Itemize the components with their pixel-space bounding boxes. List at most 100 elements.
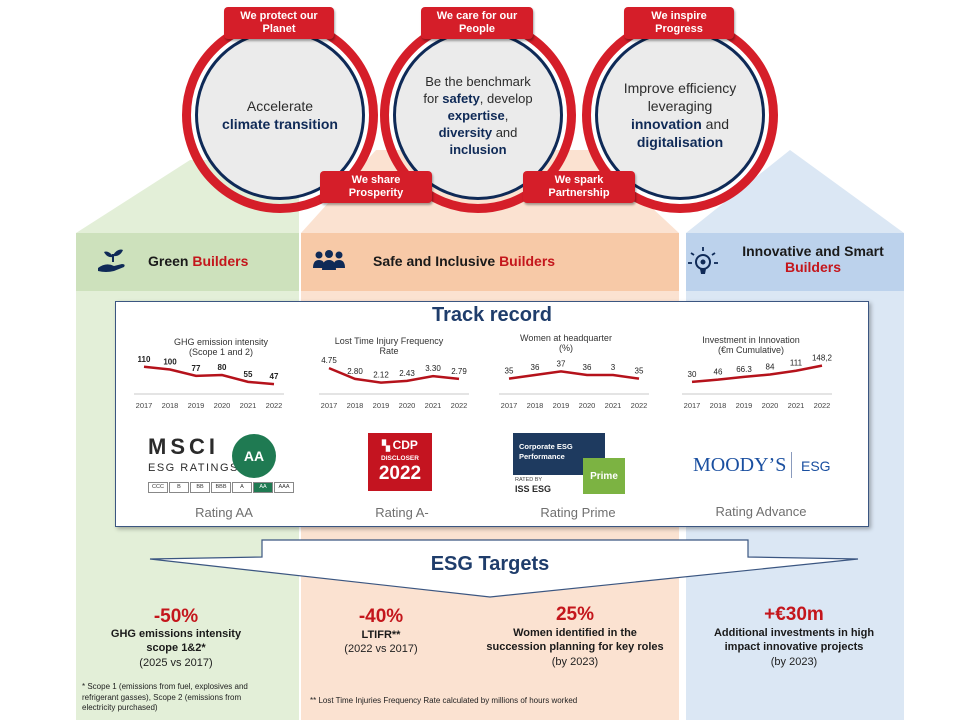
tag-prosperity: We share Prosperity <box>320 171 432 203</box>
target-women-pct: 25% <box>555 604 595 625</box>
msci-scale-b: B <box>169 482 189 493</box>
planet-text: Accelerate <box>246 98 314 114</box>
mini-value-label-0-4: 55 <box>244 370 253 379</box>
mini-year-label-1-3: 2020 <box>399 401 416 410</box>
track-record-panel: Track record GHG emission intensity(Scop… <box>115 301 869 527</box>
mini-series-line-2 <box>508 370 640 380</box>
mini-year-label-2-5: 2022 <box>631 401 648 410</box>
mini-year-label-1-1: 2018 <box>347 401 364 410</box>
msci-scale-ccc: CCC <box>148 482 168 493</box>
mini-value-label-3-2: 66.3 <box>736 365 752 374</box>
people-line-1: Be the benchmark <box>425 73 531 89</box>
msci-grade-badge: AA <box>232 434 276 478</box>
mini-year-label-2-2: 2019 <box>553 401 570 410</box>
esg-targets-title: ESG Targets <box>430 553 550 575</box>
footnote-scope: * Scope 1 (emissions from fuel, explosiv… <box>82 682 248 712</box>
cdp-sub: DISCLOSER <box>381 455 419 462</box>
msci-sub: ESG RATINGS <box>148 462 239 474</box>
mini-year-label-3-3: 2020 <box>762 401 779 410</box>
women-chart-title: Women at headquarter(%) <box>520 333 612 353</box>
mini-year-label-1-4: 2021 <box>425 401 442 410</box>
mini-value-label-1-3: 2.43 <box>399 369 415 378</box>
hand-plant-icon <box>98 249 125 272</box>
mini-year-label-0-0: 2017 <box>136 401 153 410</box>
cdp-name: ▚ CDP <box>382 438 418 452</box>
iss-rated-by: RATED BY <box>515 477 543 483</box>
track-record-title: Track record <box>431 304 553 326</box>
progress-line-3: innovation and <box>630 116 730 132</box>
cdp-year: 2022 <box>378 463 422 484</box>
innovative-smart-header: Innovative and Smart Builders <box>686 233 904 291</box>
msci-scale-aaa: AAA <box>274 482 294 493</box>
rating-label-moodys: Rating Advance <box>715 504 807 519</box>
mini-value-label-0-5: 47 <box>270 372 279 381</box>
mini-value-label-2-5: 35 <box>635 367 644 376</box>
tag-progress: We inspire Progress <box>624 7 734 39</box>
rating-label-msci: Rating AA <box>195 505 253 520</box>
progress-line-4: digitalisation <box>636 134 724 150</box>
mini-year-label-2-3: 2020 <box>579 401 596 410</box>
tag-partnership: We spark Partnership <box>523 171 635 203</box>
mini-year-label-0-1: 2018 <box>162 401 179 410</box>
mini-year-label-2-0: 2017 <box>501 401 518 410</box>
blue-connector <box>686 150 904 233</box>
iss-brand: ISS ESG <box>515 484 552 494</box>
iss-prime-badge: Prime <box>583 458 625 494</box>
tag-planet: We protect our Planet <box>224 7 334 39</box>
mini-value-label-1-5: 2.79 <box>451 367 467 376</box>
msci-name: MSCI <box>148 434 219 459</box>
safe-inclusive-header: Safe and Inclusive Builders <box>301 233 679 291</box>
mini-value-label-0-1: 100 <box>163 358 177 367</box>
target-innovation-pct: +€30m <box>764 604 824 625</box>
mini-value-label-0-2: 77 <box>192 364 201 373</box>
iss-esg-logo: Corporate ESG Performance Prime RATED BY… <box>513 433 628 496</box>
mini-value-label-3-0: 30 <box>688 370 697 379</box>
rating-label-cdp: Rating A- <box>375 505 429 520</box>
people-line-4: diversity and <box>438 124 518 140</box>
mini-value-label-3-1: 46 <box>714 368 723 377</box>
green-builders-title: Green Builders <box>148 253 249 269</box>
mini-value-label-1-0: 4.75 <box>321 356 337 365</box>
mini-year-label-1-5: 2022 <box>451 401 468 410</box>
footnote-ltifr: ** Lost Time Injuries Frequency Rate cal… <box>310 696 578 705</box>
mini-value-label-3-4: 111 <box>790 359 803 368</box>
msci-scale-bb: BB <box>190 482 210 493</box>
mini-value-label-0-3: 80 <box>218 363 227 372</box>
mini-value-label-1-4: 3.30 <box>425 364 441 373</box>
green-builders-header: Green Builders <box>76 233 299 291</box>
target-ghg-pct: -50% <box>153 606 199 627</box>
moodys-divider <box>791 452 792 478</box>
target-innovation-sub: (by 2023) <box>770 656 818 668</box>
mini-value-label-2-0: 35 <box>505 367 514 376</box>
cdp-logo: ▚ CDP DISCLOSER 2022 <box>368 433 432 491</box>
mini-value-label-1-2: 2.12 <box>373 371 389 380</box>
msci-scale-bbb: BBB <box>211 482 231 493</box>
mini-series-line-1 <box>328 366 460 384</box>
people-group-icon <box>313 250 345 270</box>
mini-year-label-1-0: 2017 <box>321 401 338 410</box>
progress-line-2: leveraging <box>647 98 713 114</box>
moodys-esg: ESG <box>801 458 831 474</box>
target-ltifr-desc: LTIFR** <box>361 629 401 641</box>
target-ghg-sub: (2025 vs 2017) <box>139 657 213 669</box>
target-ltifr-pct: -40% <box>358 606 404 627</box>
mini-year-label-3-2: 2019 <box>736 401 753 410</box>
people-line-3: expertise, <box>447 107 509 123</box>
mini-year-label-3-0: 2017 <box>684 401 701 410</box>
progress-line-1: Improve efficiency <box>623 80 737 96</box>
innovation-chart-title: Investment in Innovation(€m Cumulative) <box>702 335 800 355</box>
mini-year-label-0-3: 2020 <box>214 401 231 410</box>
mini-value-label-2-2: 37 <box>557 359 566 368</box>
lightbulb-icon <box>688 247 718 274</box>
msci-scale-a: A <box>232 482 252 493</box>
mini-charts: 110201710020187720198020205520214720224.… <box>134 354 833 410</box>
ghg-chart-title: GHG emission intensity(Scope 1 and 2) <box>173 337 269 357</box>
planet-text-bold: climate transition <box>222 116 338 132</box>
mini-value-label-2-1: 36 <box>531 363 540 372</box>
mini-year-label-1-2: 2019 <box>373 401 390 410</box>
